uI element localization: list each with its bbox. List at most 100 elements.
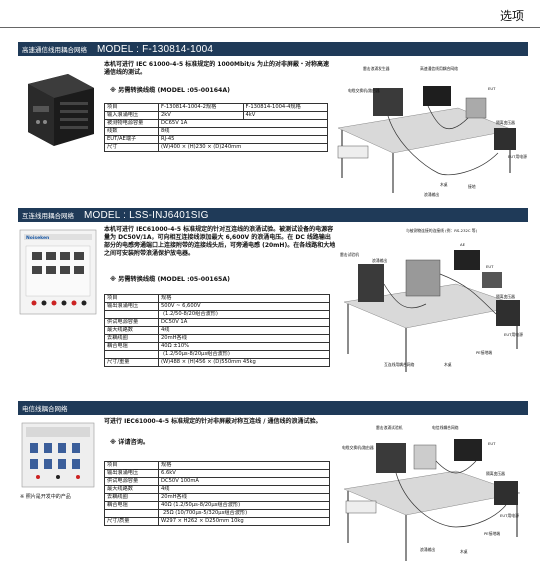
table-value-cell: 8线 — [158, 127, 328, 136]
table-value-cell: DC50V 1A — [158, 318, 330, 327]
table-value-cell: 规格 — [158, 461, 330, 470]
header-rule — [0, 27, 540, 28]
section-title-zh: 高速通信线用耦合网络 — [22, 46, 87, 54]
diagram-label: 电信线耦合网络 — [432, 425, 459, 430]
table-value-cell: 4线 — [158, 326, 330, 335]
product-photo-interconnect-cdn: Noiseken — [19, 229, 97, 315]
diagram-label: EUT — [488, 86, 496, 91]
setup-diagram: 雷击浪涌试验机 电信线耦合网络 电缆交换机/路由器 EUT 隔离变压器 EUT用… — [342, 425, 521, 561]
diagram-label: 隔离变压器 — [486, 471, 505, 476]
diagram-label: 浪涌输出 — [424, 192, 439, 197]
table-key-cell: 被测物电源容量 — [104, 119, 159, 128]
table-row: (1.2/50μs-8/20μs组合波形) — [104, 350, 330, 359]
table-value-cell: 6.6kV — [158, 469, 330, 478]
setup-diagram: 与被测物连接的连接线 (例：RS-232C 等) 雷击试验机 浪涌输出 AE E… — [340, 228, 523, 372]
photo-caption: ※ 照片是开发中的产品 — [20, 494, 71, 500]
section-bar: 高速通信线用耦合网络 MODEL : F-130814-1004 — [18, 42, 528, 56]
diagram-label: 雷击试验机 — [340, 252, 359, 257]
table-value-cell: 20mH各线 — [158, 493, 330, 502]
table-value-cell: 规格 — [158, 294, 330, 303]
diagram-label: AE — [460, 242, 466, 247]
section-telecom: 电信线耦合网络 ※ 照片是开发中的产品 可进行 IEC61000-4-5 标准规… — [18, 401, 528, 566]
table-value-cell: DC65V 1A — [158, 119, 328, 128]
diagram-label: 隔离变压器 — [496, 294, 515, 299]
table-key-cell: 尺寸/质量 — [104, 517, 159, 526]
table-key-cell: 输出浪涌电压 — [104, 469, 159, 478]
section-description: 可进行 IEC61000-4-5 标准规定的针对非屏蔽对称互连线 / 通信线的浪… — [104, 418, 322, 425]
diagram-label: EUT — [488, 441, 496, 446]
table-key-cell: 项目 — [104, 461, 159, 470]
diagram-label: 木桌 — [440, 182, 448, 187]
diagram-label: 木桌 — [444, 362, 452, 367]
section-bar: 互连线用耦合网络 MODEL : LSS-INJ6401SIG — [18, 208, 528, 222]
section-high-speed: 高速通信线用耦合网络 MODEL : F-130814-1004 本机可进行 I… — [18, 42, 528, 202]
table-value-cell: W297 × H262 × D250mm 10kg — [158, 517, 330, 526]
setup-diagram: 雷击浪涌发生器 高速通信线用耦合网络 电缆交换机/路由器 EUT 隔离变压器 E… — [337, 66, 527, 197]
section-model: MODEL : LSS-INJ6401SIG — [84, 209, 209, 221]
table-key-cell: 最大线路数 — [104, 326, 159, 335]
table-key-cell: 去耦线圈 — [104, 334, 159, 343]
table-key-cell: 项目 — [104, 294, 159, 303]
table-row: 尺寸/重量(W)488 × (H)456 × (D)550mm 45kg — [104, 358, 330, 367]
table-key-cell: 耦合电阻 — [104, 501, 159, 510]
table-value-cell: 40Ω (1.2/50μs-8/20μs组合波形) — [158, 501, 330, 510]
table-value-cell: 500V ~ 6,600V — [158, 302, 330, 311]
diagram-label: 互连线用耦合网络 — [384, 362, 415, 367]
table-value-cell: 40Ω ±10% — [158, 342, 330, 351]
table-key-cell: 尺寸 — [104, 143, 159, 152]
table-key-cell — [104, 509, 159, 518]
diagram-label: EUT用电源 — [504, 332, 523, 337]
section-description: 本机可进行 IEC 61000-4-5 标准规定的 1000Mbit/s 为止的… — [104, 61, 330, 76]
table-value-cell: 20mH各线 — [158, 334, 330, 343]
table-value-cell: (W)400 × (H)230 × (D)240mm — [158, 143, 328, 152]
table-key-cell: 输入浪涌电压 — [104, 111, 159, 120]
diagram-label: 雷击浪涌试验机 — [376, 425, 403, 430]
table-key-cell: 耦合电阻 — [104, 342, 159, 351]
section-interconnect: 互连线用耦合网络 MODEL : LSS-INJ6401SIG Noiseken… — [18, 208, 528, 378]
diagram-label: 电缆交换机/路由器 — [348, 88, 380, 93]
table-key-cell: 最大线路数 — [104, 485, 159, 494]
section-note: ※ 另需转换线缆 (MODEL :05-00164A) — [110, 87, 230, 94]
section-description: 本机可进行 IEC61000-4-5 标准规定的针对互连线的浪涌试验。被测试设备… — [104, 226, 336, 257]
section-title-zh: 互连线用耦合网络 — [22, 212, 74, 220]
product-photo-telecom-cdn — [21, 422, 95, 488]
diagram-label: 电缆交换机/路由器 — [342, 445, 374, 450]
table-key-cell: 输出浪涌电压 — [104, 302, 159, 311]
table-key-cell — [104, 350, 159, 359]
table-key-cell: 线数 — [104, 127, 159, 136]
table-value-cell: F-130814-1004-4规格 — [242, 103, 328, 112]
diagram-label: 高速通信线用耦合网络 — [420, 66, 458, 71]
table-value-cell: 4线 — [158, 485, 330, 494]
diagram-label: EUT用电源 — [500, 513, 519, 518]
section-note: ※ 另需转换线缆 (MODEL :05-00165A) — [110, 276, 230, 283]
table-key-cell: EUT/AE端子 — [104, 135, 159, 144]
table-key-cell: 去耦线圈 — [104, 493, 159, 502]
table-value-cell: 2kV — [158, 111, 244, 120]
section-bar: 电信线耦合网络 — [18, 401, 528, 415]
diagram-label: 隔离变压器 — [496, 120, 515, 125]
table-key-cell: 供试电源容量 — [104, 318, 159, 327]
diagram-label: 接地 — [468, 184, 476, 189]
table-key-cell: 供试电源容量 — [104, 477, 159, 486]
product-photo-high-speed-cdn — [28, 74, 94, 146]
table-row: 尺寸(W)400 × (H)230 × (D)240mm — [104, 143, 328, 152]
table-value-cell: (1.2/50-8/20组合波形) — [158, 310, 330, 319]
section-title-zh: 电信线耦合网络 — [22, 405, 68, 413]
diagram-label: 雷击浪涌发生器 — [363, 66, 390, 71]
table-value-cell: 4kV — [242, 111, 328, 120]
table-row: 25Ω (10/700μs-5/320μs组合波形) — [104, 509, 330, 518]
